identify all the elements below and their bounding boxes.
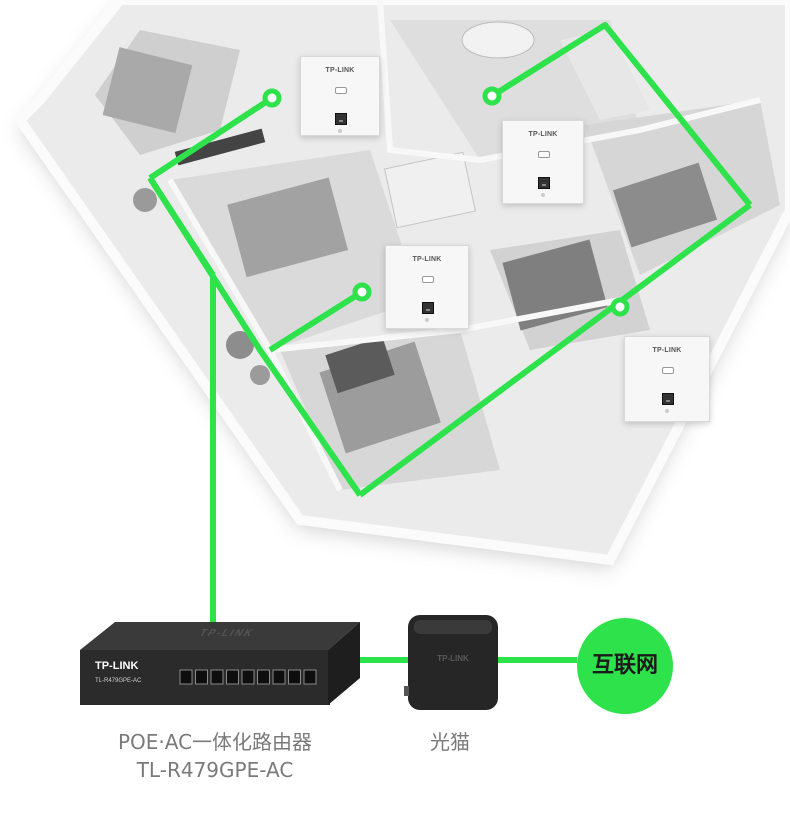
cable-loop-main — [148, 95, 274, 181]
modem-caption: 光猫 — [430, 730, 470, 754]
bed-topleft — [102, 47, 193, 134]
cable-riser-join — [147, 176, 216, 277]
router-top-brand: TP-LINK — [196, 628, 257, 639]
tv-cabinet — [174, 128, 266, 166]
status-dot-icon — [338, 129, 342, 133]
router-caption-name: POE·AC一体化路由器 — [117, 730, 313, 754]
cable-loop-right — [490, 22, 753, 207]
poe-router-icon — [80, 622, 360, 705]
access-point-brand-label: TP-LINK — [528, 131, 558, 138]
access-point-panel-4: TP-LINK — [624, 336, 710, 422]
access-point-brand-label: TP-LINK — [412, 256, 442, 263]
rug-living — [227, 177, 349, 278]
router-port-4 — [226, 669, 239, 685]
router-port-6 — [257, 669, 270, 685]
connection-node-1 — [262, 88, 282, 108]
indicator-led-icon — [335, 87, 347, 94]
indicator-led-icon — [662, 367, 674, 374]
router-side — [328, 622, 360, 705]
indicator-led-icon — [422, 276, 434, 283]
modem-top-vent — [414, 620, 492, 634]
router-port-7 — [272, 669, 286, 685]
access-point-brand-label: TP-LINK — [652, 347, 682, 354]
router-ports — [179, 669, 317, 685]
ethernet-port-icon — [662, 393, 674, 405]
ethernet-port-icon — [422, 302, 434, 314]
modem-brand: TP-LINK — [437, 654, 469, 663]
router-front-model: TL-R479GPE-AC — [95, 678, 142, 684]
router-port-2 — [195, 669, 208, 685]
plant-1 — [133, 188, 157, 212]
indicator-led-icon — [538, 151, 550, 158]
modem-side-button — [404, 686, 409, 696]
router-port-5 — [241, 669, 255, 685]
room-bathroom — [560, 30, 650, 120]
ethernet-port-icon — [538, 177, 550, 189]
access-point-brand-label: TP-LINK — [325, 67, 355, 74]
connection-nodes — [262, 86, 630, 317]
router-caption-model: TL-R479GPE-AC — [136, 758, 294, 782]
interior-wall-4 — [377, 0, 481, 163]
router-port-9 — [303, 669, 317, 685]
cable-branch-ap3 — [268, 289, 364, 353]
status-dot-icon — [425, 318, 429, 322]
plant-2 — [226, 331, 254, 359]
router-port-1 — [179, 669, 193, 685]
status-dot-icon — [665, 409, 669, 413]
modem-body — [408, 615, 498, 710]
cable-loop-bottom — [358, 202, 752, 498]
island-counter — [384, 151, 476, 229]
optical-modem-icon — [404, 615, 498, 710]
network-cables — [147, 22, 753, 663]
access-point-panel-3: TP-LINK — [385, 245, 469, 329]
access-point-panel-2: TP-LINK — [502, 120, 584, 204]
dining-table — [461, 21, 535, 59]
internet-circle-icon — [577, 618, 673, 714]
internet-label: 互联网 — [591, 653, 658, 678]
ethernet-port-icon — [335, 113, 347, 125]
access-point-panel-1: TP-LINK — [300, 56, 380, 136]
bed-right — [612, 162, 718, 248]
plant-3 — [250, 365, 270, 385]
connection-node-3 — [352, 282, 372, 302]
router-port-3 — [210, 669, 224, 685]
bed-master-pattern — [325, 336, 395, 394]
router-front-brand: TP-LINK — [95, 660, 139, 672]
interior-wall-2 — [269, 297, 621, 353]
router-port-8 — [288, 669, 301, 685]
status-dot-icon — [541, 193, 545, 197]
router-caption: POE·AC一体化路由器 TL-R479GPE-AC — [70, 728, 360, 784]
connection-node-2 — [482, 86, 502, 106]
router-top — [80, 622, 360, 650]
connection-node-4 — [610, 297, 630, 317]
